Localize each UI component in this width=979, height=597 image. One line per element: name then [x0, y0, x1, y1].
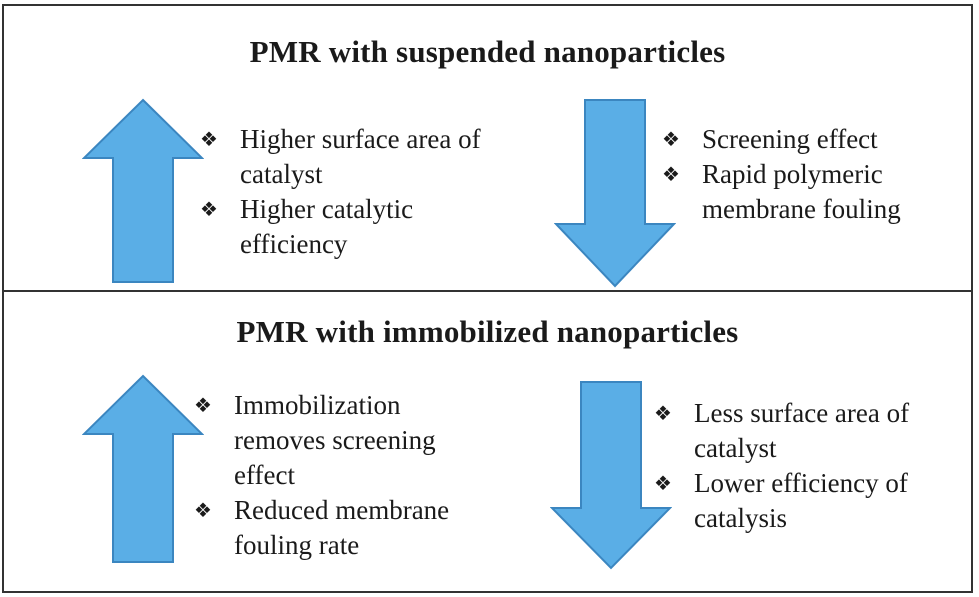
panel-suspended: PMR with suspended nanoparticles ❖ Highe… [2, 4, 973, 292]
list-item: ❖ Immobilization removes screening effec… [194, 390, 436, 490]
down-arrow-icon [554, 98, 676, 288]
panel-title-immobilized: PMR with immobilized nanoparticles [236, 314, 739, 349]
four-diamond-bullet-icon: ❖ [200, 197, 218, 221]
four-diamond-bullet-icon: ❖ [200, 127, 218, 151]
list-item: ❖ Higher catalytic efficiency [200, 194, 414, 259]
up-arrow-icon [82, 98, 204, 284]
up-arrow-icon [82, 374, 204, 564]
four-diamond-bullet-icon: ❖ [662, 127, 680, 151]
list-item: ❖ Higher surface area of catalyst [200, 124, 481, 189]
disadvantages-list-immobilized: ❖ Less surface area of catalyst ❖ Lower … [654, 396, 934, 536]
disadvantages-list-suspended: ❖ Screening effect ❖ Rapid polymeric mem… [662, 122, 932, 227]
panel-title-suspended: PMR with suspended nanoparticles [249, 34, 726, 69]
advantages-list-suspended: ❖ Higher surface area of catalyst ❖ High… [200, 122, 500, 262]
list-item: ❖ Lower efficiency of catalysis [654, 468, 908, 533]
down-arrow-icon [550, 380, 672, 570]
list-item: ❖ Screening effect [662, 122, 932, 157]
four-diamond-bullet-icon: ❖ [194, 498, 212, 522]
list-item: ❖ Rapid polymeric membrane fouling [662, 159, 901, 224]
four-diamond-bullet-icon: ❖ [662, 162, 680, 186]
panel-immobilized: PMR with immobilized nanoparticles ❖ Imm… [2, 290, 973, 593]
list-item: ❖ Less surface area of catalyst [654, 398, 910, 463]
list-item: ❖ Reduced membrane fouling rate [194, 495, 450, 560]
advantages-list-immobilized: ❖ Immobilization removes screening effec… [194, 388, 494, 563]
four-diamond-bullet-icon: ❖ [654, 401, 672, 425]
four-diamond-bullet-icon: ❖ [654, 471, 672, 495]
four-diamond-bullet-icon: ❖ [194, 393, 212, 417]
